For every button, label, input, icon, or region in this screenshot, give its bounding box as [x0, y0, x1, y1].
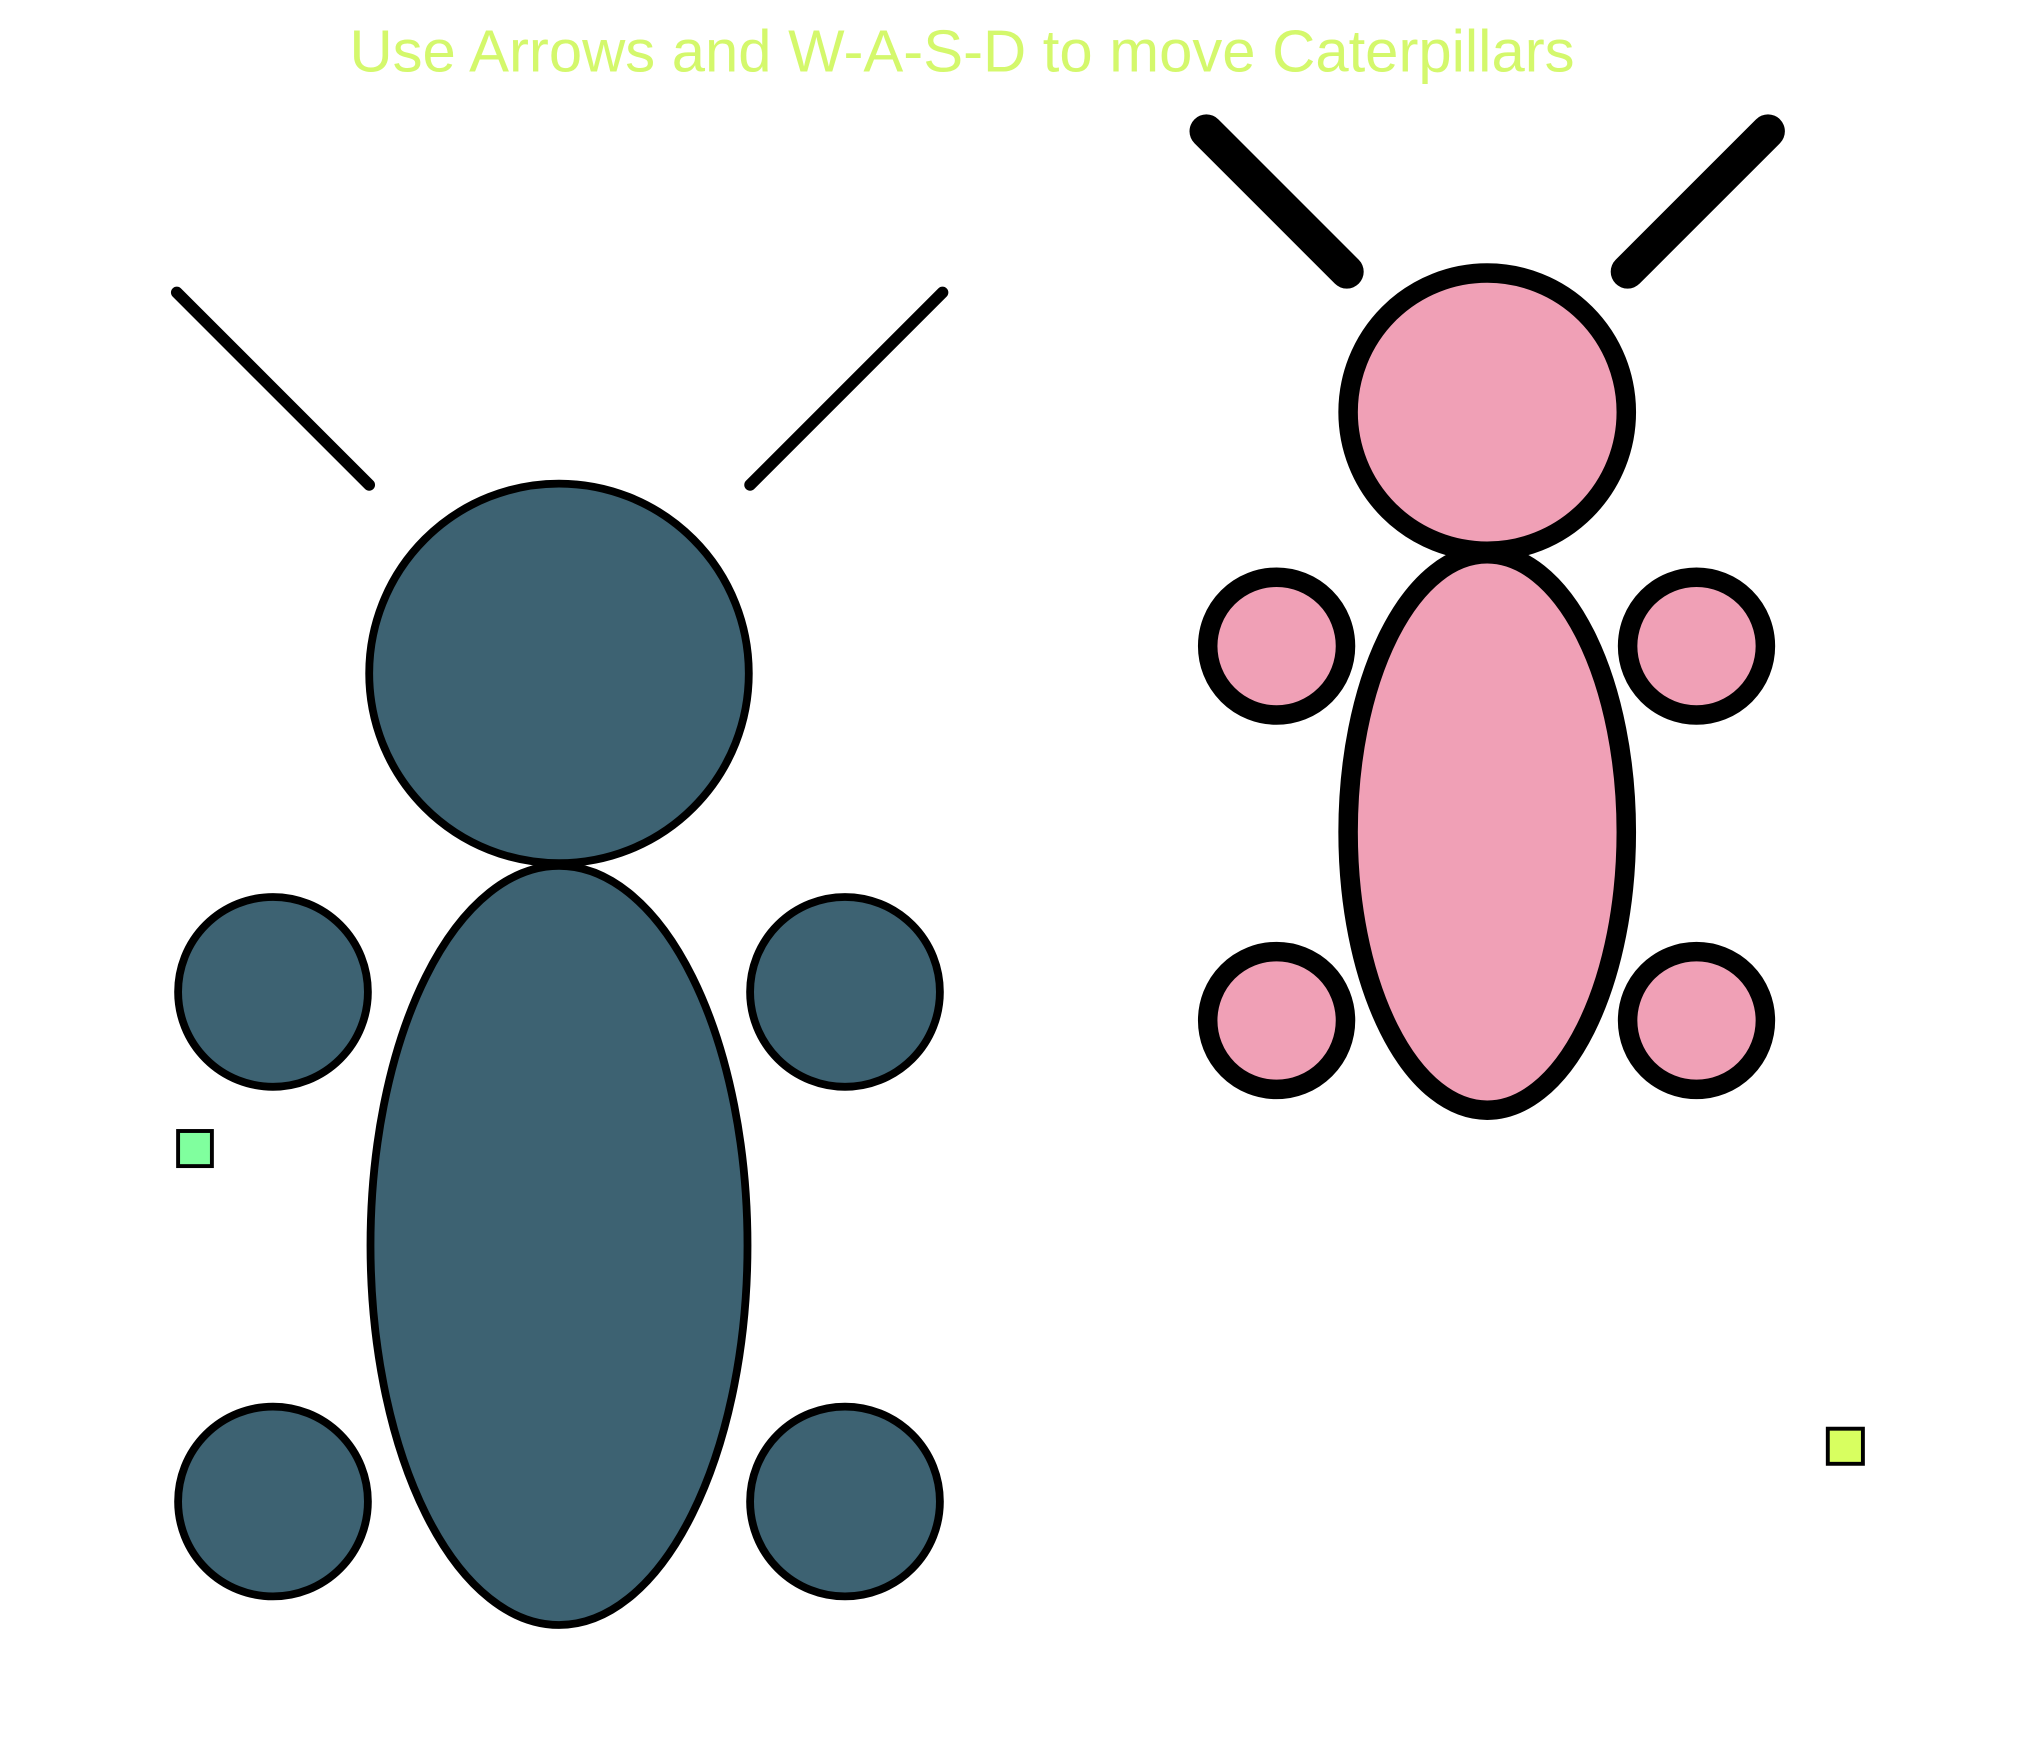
antenna-left: [170, 286, 376, 491]
leg-front-left: [174, 893, 372, 1091]
leg-back-left: [174, 1402, 372, 1601]
food-square-green: [176, 1129, 214, 1169]
food-square-yellow: [1825, 1426, 1865, 1466]
caterpillar-body: [1338, 544, 1637, 1120]
leg-front-left: [1197, 567, 1356, 725]
caterpillar-pink[interactable]: [1189, 114, 1785, 1120]
antenna-right: [1610, 114, 1785, 289]
caterpillar-head: [1338, 263, 1637, 561]
antenna-right: [744, 286, 949, 491]
leg-front-right: [1617, 567, 1776, 725]
caterpillar-head: [365, 479, 753, 868]
caterpillar-body: [366, 861, 752, 1629]
instructions-text: Use Arrows and W-A-S-D to move Caterpill…: [349, 18, 1574, 85]
antenna-left: [1189, 114, 1364, 289]
leg-back-right: [1617, 941, 1776, 1100]
leg-front-right: [746, 893, 944, 1091]
caterpillar-teal[interactable]: [170, 286, 949, 1629]
leg-back-right: [746, 1402, 944, 1601]
leg-back-left: [1197, 941, 1356, 1100]
